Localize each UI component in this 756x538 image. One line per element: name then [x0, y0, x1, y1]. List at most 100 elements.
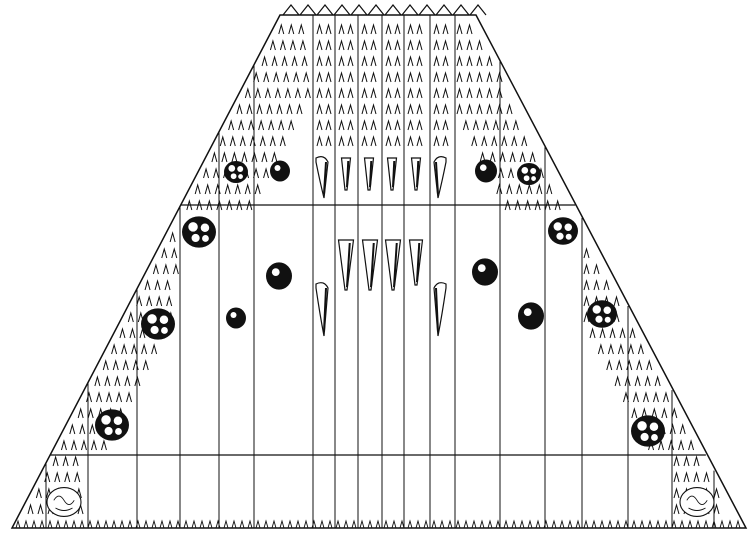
grass-hatch-icon: [112, 345, 157, 354]
grass-hatch-icon: [584, 521, 588, 528]
grass-hatch-icon: [408, 137, 422, 146]
grass-hatch-icon: [200, 521, 204, 528]
canine-tooth-icon: [316, 157, 328, 198]
grass-hatch-icon: [254, 73, 309, 82]
grass-hatch-icon: [528, 521, 532, 528]
grass-hatch-icon: [280, 521, 284, 528]
premolar-tooth-icon: [475, 159, 497, 182]
grass-hatch-icon: [386, 57, 400, 66]
grass-hatch-icon: [168, 521, 172, 528]
grass-hatch-icon: [386, 89, 400, 98]
grass-hatch-icon: [88, 521, 92, 528]
grass-hatch-icon: [362, 105, 376, 114]
grass-hatch-icon: [736, 521, 740, 528]
grass-hatch-icon: [16, 521, 20, 528]
grass-hatch-icon: [320, 521, 324, 528]
grass-hatch-icon: [640, 521, 644, 528]
grass-hatch-icon: [256, 521, 260, 528]
grass-hatch-icon: [317, 89, 331, 98]
grass-hatch-icon: [339, 25, 353, 34]
grass-hatch-icon: [434, 137, 448, 146]
grass-hatch-icon: [237, 105, 302, 114]
grass-hatch-icon: [434, 57, 448, 66]
grass-hatch-icon: [153, 265, 178, 274]
grass-hatch-icon: [497, 185, 552, 194]
grass-hatch-icon: [598, 345, 643, 354]
grass-hatch-icon: [339, 105, 353, 114]
grass-hatch-icon: [208, 521, 212, 528]
grass-hatch-icon: [64, 521, 68, 528]
grass-hatch-icon: [608, 521, 612, 528]
molar-tooth-icon: [548, 217, 578, 245]
grass-hatch-icon: [688, 521, 692, 528]
molar-tooth-icon: [224, 161, 248, 183]
grass-hatch-icon: [392, 521, 396, 528]
grass-hatch-icon: [264, 521, 268, 528]
grass-hatch-icon: [496, 521, 500, 528]
molar-tooth-icon: [182, 216, 216, 247]
grass-hatch-icon: [288, 521, 292, 528]
molar-tooth-icon: [517, 163, 541, 185]
grass-hatch-icon: [584, 265, 599, 274]
grass-hatch-icon: [103, 361, 148, 370]
grass-hatch-icon: [279, 25, 304, 34]
grass-hatch-icon: [408, 89, 422, 98]
grass-hatch-icon: [317, 105, 331, 114]
grass-hatch-icon: [680, 521, 684, 528]
incisor-tooth-icon: [342, 158, 351, 190]
grass-hatch-icon: [463, 121, 518, 130]
incisor-tooth-icon: [410, 240, 423, 285]
grass-hatch-icon: [448, 521, 452, 528]
grass-hatch-icon: [472, 521, 476, 528]
grass-hatch-icon: [536, 521, 540, 528]
grass-hatch-icon: [696, 521, 700, 528]
premolar-tooth-icon: [270, 161, 290, 182]
grass-hatch-icon: [339, 41, 353, 50]
grass-hatch-icon: [434, 105, 448, 114]
grass-hatch-icon: [220, 137, 285, 146]
grass-hatch-icon: [386, 137, 400, 146]
grass-hatch-icon: [95, 377, 140, 386]
molar-tooth-icon: [95, 409, 129, 440]
grass-hatch-icon: [362, 73, 376, 82]
premolar-tooth-icon: [226, 308, 246, 329]
grass-hatch-icon: [674, 473, 709, 482]
grass-hatch-icon: [488, 521, 492, 528]
grass-hatch-icon: [362, 57, 376, 66]
grass-hatch-icon: [317, 121, 331, 130]
grass-hatch-icon: [584, 281, 609, 290]
grass-hatch-icon: [192, 521, 196, 528]
grass-hatch-icon: [352, 521, 356, 528]
grass-hatch-icon: [344, 521, 348, 528]
trapezoid-outline: [12, 15, 746, 528]
incisor-tooth-icon: [339, 240, 354, 290]
molar-tooth-icon: [631, 415, 665, 446]
grass-hatch-icon: [408, 121, 422, 130]
molar-tooth-icon: [587, 300, 617, 328]
grass-hatch-icon: [56, 521, 60, 528]
grass-hatch-icon: [45, 473, 80, 482]
grass-hatch-icon: [96, 521, 100, 528]
grass-hatch-icon: [568, 521, 572, 528]
grass-hatch-icon: [416, 521, 420, 528]
grass-hatch-icon: [296, 521, 300, 528]
grass-hatch-icon: [48, 521, 52, 528]
worn-molar-icon: [47, 488, 81, 517]
grass-hatch-icon: [512, 521, 516, 528]
grass-hatch-icon: [336, 521, 340, 528]
grass-hatch-icon: [472, 137, 527, 146]
grass-hatch-icon: [584, 249, 589, 258]
grass-hatch-icon: [632, 521, 636, 528]
grass-hatch-icon: [248, 521, 252, 528]
grass-hatch-icon: [408, 41, 422, 50]
grass-hatch-icon: [386, 105, 400, 114]
grass-hatch-icon: [674, 457, 699, 466]
grass-hatch-icon: [317, 41, 331, 50]
grass-hatch-icon: [270, 41, 305, 50]
grass-hatch-icon: [616, 521, 620, 528]
grass-hatch-icon: [464, 521, 468, 528]
grass-hatch-icon: [408, 521, 412, 528]
grass-hatch-icon: [386, 25, 400, 34]
grass-hatch-icon: [504, 521, 508, 528]
